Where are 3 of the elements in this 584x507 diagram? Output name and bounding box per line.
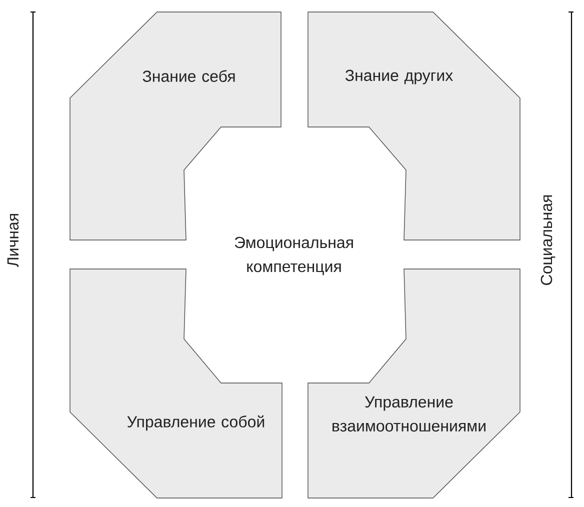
side-label: Личная [7, 214, 19, 267]
side-label: Социальная [540, 195, 556, 285]
quadrant-box: Знание других [308, 12, 520, 240]
